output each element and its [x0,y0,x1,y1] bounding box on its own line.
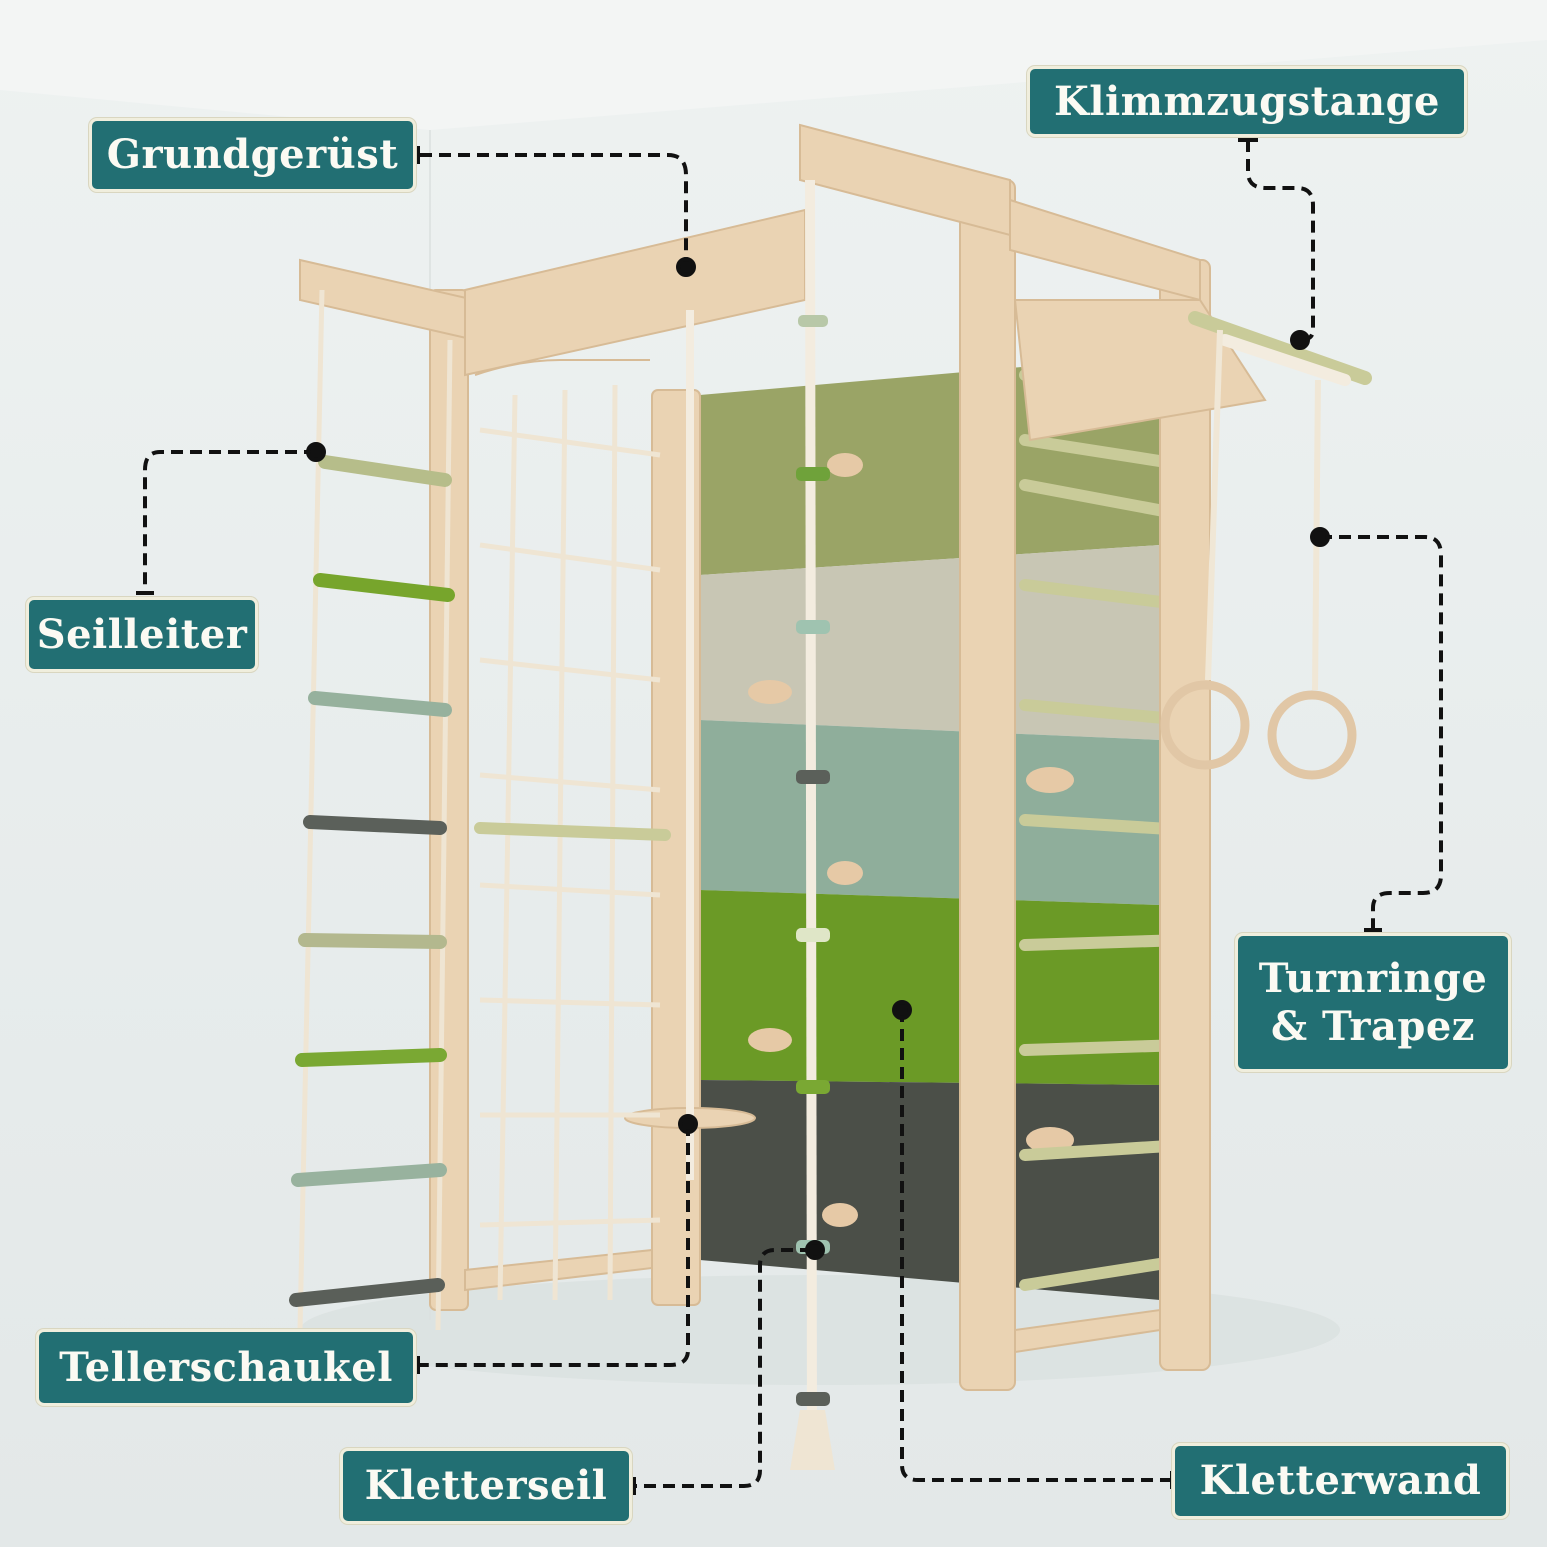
label-text: Klimmzugstange [1054,77,1440,125]
gymnastic-rings [1160,329,1357,780]
wooden-frame [299,123,1267,1391]
label-text-line1: Turnringe [1258,955,1488,1003]
climbing-rope [790,179,835,1470]
label-tellerschaukel: Tellerschaukel [36,1329,416,1406]
leader-lines [143,140,1443,1488]
cargo-net [479,384,661,1301]
rope-ladder [289,289,455,1331]
label-text: Tellerschaukel [59,1343,393,1391]
label-text: Seilleiter [36,610,248,658]
label-text: Grundgerüst [106,131,399,179]
label-kletterwand: Kletterwand [1172,1443,1509,1519]
ceiling [0,0,1547,130]
label-seilleiter: Seilleiter [26,597,258,672]
label-kletterseil: Kletterseil [340,1448,632,1524]
label-text-line2: & Trapez [1270,1002,1476,1050]
label-text: Kletterseil [364,1462,608,1510]
pull-up-bar [1188,311,1372,386]
leader-endpoints [136,138,1382,1495]
label-text: Kletterwand [1199,1457,1482,1505]
label-grundgeruest: Grundgerüst [89,118,416,192]
label-klimmzugstange: Klimmzugstange [1027,66,1467,137]
label-turnringe-trapez: Turnringe & Trapez [1235,933,1511,1072]
